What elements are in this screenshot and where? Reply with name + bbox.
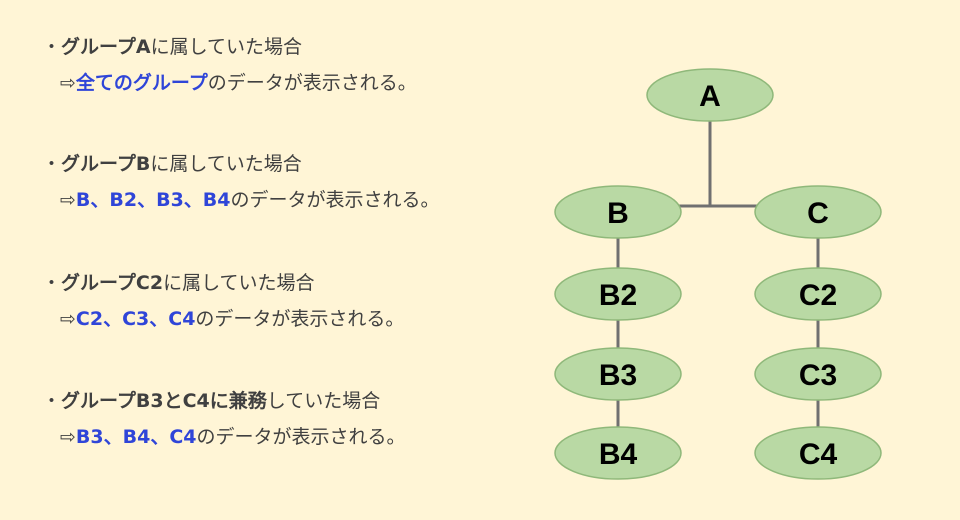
node-label: C2	[799, 279, 837, 312]
bullet: ・	[42, 390, 62, 412]
case-result: ⇨全てのグループのデータが表示される。	[60, 70, 417, 96]
node-label: B	[607, 197, 629, 230]
node-label: C4	[799, 438, 838, 471]
node-ellipse	[554, 347, 682, 401]
arrow-icon: ⇨	[60, 308, 76, 330]
node-ellipse	[554, 267, 682, 321]
case-result: ⇨B、B2、B3、B4のデータが表示される。	[60, 187, 440, 213]
result-tail: のデータが表示される。	[195, 308, 405, 330]
tree-node-b3: B3	[554, 347, 682, 401]
group-name: B3とC4に兼務	[135, 390, 267, 412]
case-condition: ・グループB3とC4に兼務していた場合	[42, 388, 406, 414]
result-tail: のデータが表示される。	[207, 72, 417, 94]
result-tail: のデータが表示される。	[230, 189, 440, 211]
group-name: C2	[135, 272, 164, 294]
result-groups: B3、B4、C4	[75, 426, 197, 448]
group-word: グループ	[61, 153, 136, 175]
case-block-1: ・グループAに属していた場合 ⇨全てのグループのデータが表示される。	[42, 34, 417, 96]
result-groups: B、B2、B3、B4	[75, 189, 231, 211]
tree-node-c4: C4	[754, 426, 882, 480]
group-name: A	[135, 36, 151, 58]
tree-node-c2: C2	[754, 267, 882, 321]
node-ellipse	[646, 68, 774, 122]
group-word: グループ	[61, 36, 136, 58]
condition-suffix: していた場合	[266, 390, 381, 412]
case-condition: ・グループC2に属していた場合	[42, 270, 404, 296]
case-result: ⇨C2、C3、C4のデータが表示される。	[60, 306, 404, 332]
case-condition: ・グループBに属していた場合	[42, 151, 440, 177]
node-ellipse	[554, 185, 682, 239]
case-block-4: ・グループB3とC4に兼務していた場合 ⇨B3、B4、C4のデータが表示される。	[42, 388, 406, 450]
tree-node-c: C	[754, 185, 882, 239]
bullet: ・	[42, 272, 62, 294]
arrow-icon: ⇨	[60, 72, 76, 94]
group-word: グループ	[61, 272, 136, 294]
result-tail: のデータが表示される。	[196, 426, 406, 448]
node-ellipse	[754, 347, 882, 401]
group-word: グループ	[61, 390, 136, 412]
arrow-icon: ⇨	[60, 189, 76, 211]
condition-suffix: に属していた場合	[150, 36, 303, 58]
tree-node-a: A	[646, 68, 774, 122]
node-ellipse	[754, 185, 882, 239]
case-block-3: ・グループC2に属していた場合 ⇨C2、C3、C4のデータが表示される。	[42, 270, 404, 332]
node-label: A	[699, 80, 721, 113]
tree-node-b2: B2	[554, 267, 682, 321]
node-label: B2	[599, 279, 637, 312]
node-ellipse	[554, 426, 682, 480]
tree-node-b4: B4	[554, 426, 682, 480]
condition-suffix: に属していた場合	[163, 272, 315, 294]
tree-node-b: B	[554, 185, 682, 239]
condition-suffix: に属していた場合	[150, 153, 302, 175]
node-ellipse	[754, 426, 882, 480]
node-label: B4	[599, 438, 638, 471]
node-label: C	[807, 197, 829, 230]
case-result: ⇨B3、B4、C4のデータが表示される。	[60, 424, 406, 450]
arrow-icon: ⇨	[60, 426, 76, 448]
result-groups: C2、C3、C4	[75, 308, 196, 330]
node-label: C3	[799, 359, 837, 392]
bullet: ・	[42, 153, 62, 175]
result-groups: 全てのグループ	[75, 72, 208, 94]
bullet: ・	[42, 36, 62, 58]
node-ellipse	[754, 267, 882, 321]
case-block-2: ・グループBに属していた場合 ⇨B、B2、B3、B4のデータが表示される。	[42, 151, 440, 213]
group-name: B	[135, 153, 151, 175]
case-condition: ・グループAに属していた場合	[42, 34, 417, 60]
node-label: B3	[599, 359, 637, 392]
tree-node-c3: C3	[754, 347, 882, 401]
